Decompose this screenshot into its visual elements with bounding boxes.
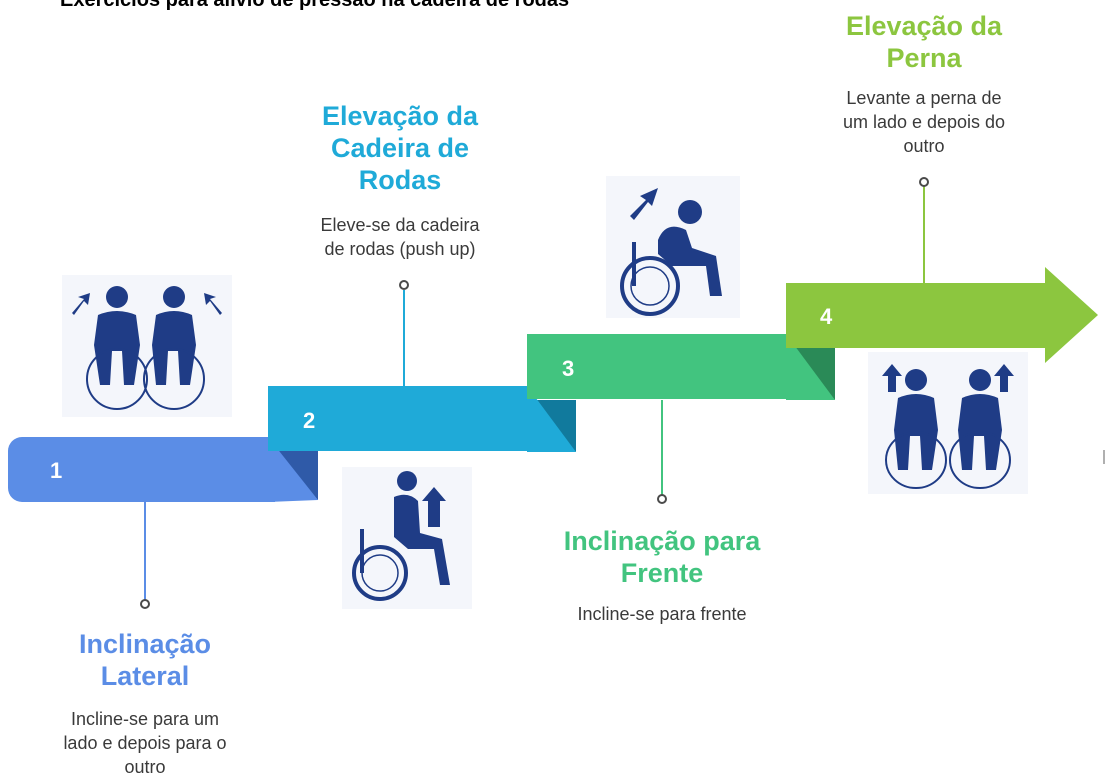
step-2-title-line: Rodas [358, 165, 442, 195]
step-3-title: Inclinação para Frente [542, 525, 782, 589]
step-1-connector-dot [140, 599, 150, 609]
step-4-description-line: outro [903, 136, 945, 156]
step-2-title-line: Cadeira de [330, 133, 470, 163]
step-3-title-line: Inclinação para [563, 526, 761, 556]
step-2-description-line: Eleve-se da cadeira [320, 215, 480, 235]
step-2-number: 2 [303, 408, 315, 433]
step-3-band [527, 334, 789, 399]
step-1-band-slant [268, 437, 318, 502]
step-4-title: Elevação da Perna [814, 10, 1034, 74]
step-1: 1 [8, 437, 318, 609]
step-1-number: 1 [50, 458, 62, 483]
step-3-description: Incline-se para frente [542, 602, 782, 626]
edge-divider [1103, 450, 1105, 464]
step-1-title: Inclinação Lateral [40, 628, 250, 692]
step-2-description: Eleve-se da cadeira de rodas (push up) [280, 213, 520, 261]
step-2-description-line: de rodas (push up) [324, 239, 476, 259]
step-4-title-line: Perna [886, 43, 962, 73]
step-4-description: Levante a perna de um lado e depois do o… [804, 86, 1044, 158]
step-3-connector-dot [657, 494, 667, 504]
step-4-connector-dot [919, 177, 929, 187]
step-4-description-line: Levante a perna de [846, 88, 1002, 108]
step-1-band-edge [200, 437, 275, 502]
step-1-description-line: Incline-se para um [70, 709, 220, 729]
step-1-description: Incline-se para um lado e depois para o … [30, 707, 260, 779]
step-4-title-line: Elevação da [845, 11, 1003, 41]
step-2-band [268, 386, 530, 451]
step-4: 4 [786, 177, 1098, 363]
step-3-band-slant [786, 334, 835, 400]
step-3-title-line: Frente [620, 558, 704, 588]
step-3-description-line: Incline-se para frente [577, 604, 747, 624]
step-1-title-line: Inclinação [78, 629, 212, 659]
step-3: 3 [527, 334, 835, 504]
wheelchair-leg-raise-icon [868, 352, 1028, 494]
step-1-title-line: Lateral [100, 661, 190, 691]
step-2-connector-dot [399, 280, 409, 290]
step-1-description-line: outro [124, 757, 166, 777]
wheelchair-push-up-icon [342, 467, 472, 609]
step-4-arrow [786, 267, 1098, 363]
step-1-description-line: lado e depois para o [63, 733, 227, 753]
step-3-number: 3 [562, 356, 574, 381]
wheelchair-users-leaning-sideways-icon [62, 275, 232, 417]
step-4-description-line: um lado e depois do [842, 112, 1006, 132]
page-title: Exercícios para alívio de pressão na cad… [60, 0, 570, 11]
step-2-title: Elevação da Cadeira de Rodas [290, 100, 510, 196]
wheelchair-lean-forward-icon [606, 176, 740, 318]
step-2: 2 [268, 280, 576, 452]
step-2-title-line: Elevação da [321, 101, 479, 131]
step-2-band-slant [527, 386, 576, 452]
step-4-number: 4 [820, 304, 833, 329]
